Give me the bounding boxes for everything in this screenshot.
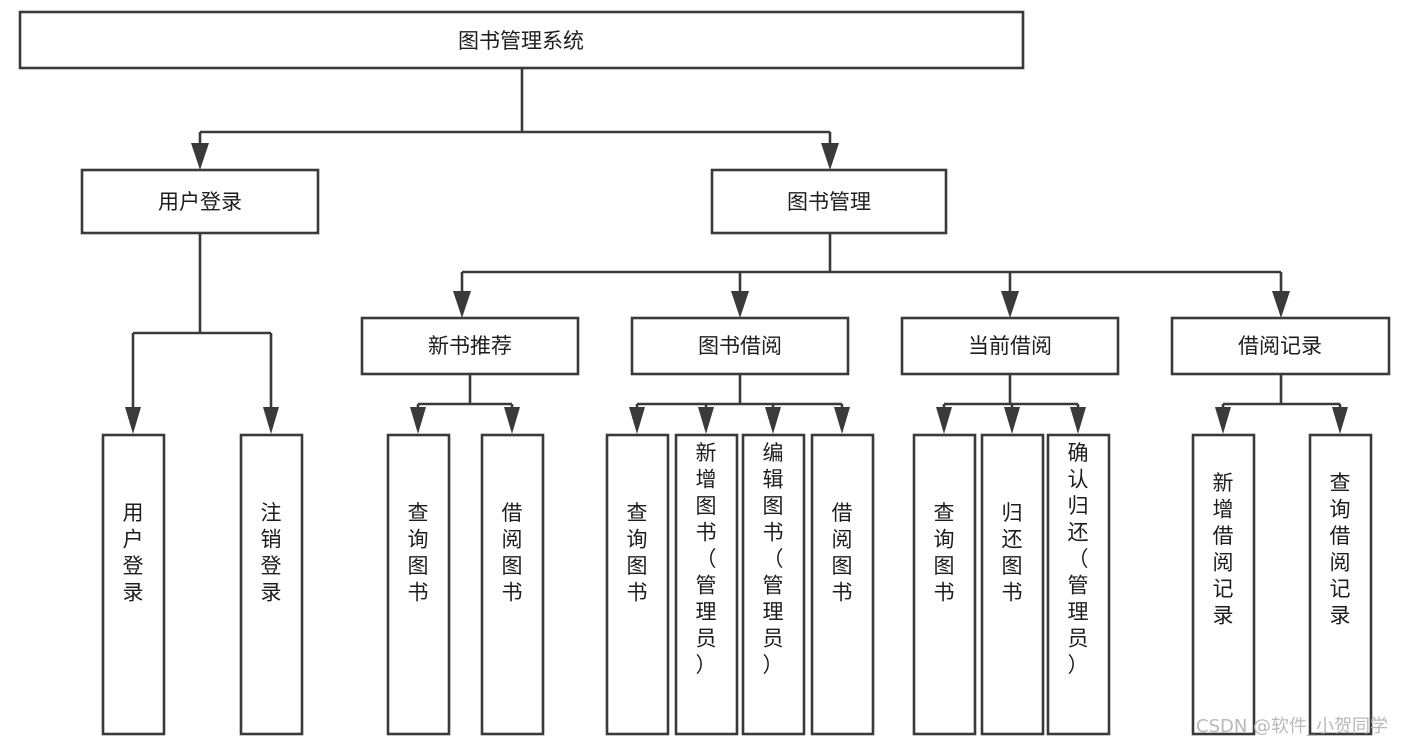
node-leaf-query-book-3[interactable]: 查询图书 <box>912 433 977 736</box>
csdn-watermark: CSDN @软件_小贺同学 <box>1196 716 1388 737</box>
arrow-bookmanage-to-newbook <box>453 291 471 318</box>
node-leaf-query-book-2[interactable]: 查询图书 <box>605 433 670 736</box>
arrow-currentborrow-to-leaf3 <box>1070 407 1086 434</box>
node-leaf-confirm-return[interactable]: 确认归还（管理员） <box>1046 433 1111 736</box>
node-leaf-add-record-label: 新增借阅记录 <box>1213 471 1234 628</box>
node-book-manage-box[interactable] <box>710 168 948 235</box>
node-current-borrow[interactable]: 当前借阅 <box>900 316 1120 376</box>
arrow-newbook-to-leaf1 <box>410 407 426 434</box>
node-leaf-return-book-label: 归还图书 <box>1002 501 1023 605</box>
node-current-borrow-box[interactable] <box>900 316 1120 376</box>
node-leaf-user-logout[interactable]: 注销登录 <box>239 433 304 736</box>
arrow-userlogin-to-leaf1 <box>125 407 141 434</box>
arrow-currentborrow-to-leaf2 <box>1004 407 1020 434</box>
node-borrow-record[interactable]: 借阅记录 <box>1170 316 1391 376</box>
node-leaf-query-book-3-label: 查询图书 <box>934 501 955 605</box>
arrow-bookmanage-to-bookborrow <box>731 291 749 318</box>
arrow-borrowrecord-to-leaf2 <box>1332 407 1348 434</box>
node-leaf-borrow-book-2[interactable]: 借阅图书 <box>810 433 875 736</box>
node-leaf-edit-book[interactable]: 编辑图书（管理员） <box>741 433 806 736</box>
node-leaf-add-book-box[interactable] <box>674 433 739 736</box>
node-leaf-query-book-2-box[interactable] <box>605 433 670 736</box>
node-borrow-record-label: 借阅记录 <box>1238 334 1322 358</box>
arrow-bookborrow-to-leaf4 <box>834 407 850 434</box>
node-leaf-query-record-label: 查询借阅记录 <box>1330 471 1351 628</box>
node-leaf-return-book-box[interactable] <box>980 433 1045 736</box>
arrow-bookmanage-to-currentborrow <box>1001 291 1019 318</box>
node-root[interactable]: 图书管理系统 <box>18 10 1025 70</box>
arrow-bookborrow-to-leaf3 <box>765 407 781 434</box>
node-new-book-rec-label: 新书推荐 <box>428 334 512 358</box>
node-leaf-user-logout-label: 注销登录 <box>261 501 282 605</box>
node-borrow-record-box[interactable] <box>1170 316 1391 376</box>
arrow-currentborrow-to-leaf1 <box>936 407 952 434</box>
node-leaf-borrow-book-1[interactable]: 借阅图书 <box>480 433 545 736</box>
node-current-borrow-label: 当前借阅 <box>968 334 1052 358</box>
node-leaf-query-book-2-label: 查询图书 <box>627 501 648 605</box>
node-leaf-borrow-book-2-label: 借阅图书 <box>832 501 853 605</box>
node-leaf-add-book-label: 新增图书（管理员） <box>696 441 717 677</box>
node-leaf-return-book[interactable]: 归还图书 <box>980 433 1045 736</box>
node-leaf-edit-book-box[interactable] <box>741 433 806 736</box>
node-book-manage-label: 图书管理 <box>787 190 871 214</box>
arrow-borrowrecord-to-leaf1 <box>1215 407 1231 434</box>
node-leaf-user-login[interactable]: 用户登录 <box>101 433 166 736</box>
node-new-book-rec[interactable]: 新书推荐 <box>360 316 580 376</box>
node-user-login-label: 用户登录 <box>158 190 242 214</box>
node-book-borrow[interactable]: 图书借阅 <box>630 316 850 376</box>
node-leaf-borrow-book-2-box[interactable] <box>810 433 875 736</box>
node-book-borrow-box[interactable] <box>630 316 850 376</box>
node-leaf-query-book-1-label: 查询图书 <box>408 501 429 605</box>
node-leaf-borrow-book-1-label: 借阅图书 <box>502 501 523 605</box>
node-user-login-box[interactable] <box>80 168 320 235</box>
node-leaf-add-record[interactable]: 新增借阅记录 <box>1191 433 1256 736</box>
node-root-label: 图书管理系统 <box>458 29 584 53</box>
arrow-root-to-userlogin <box>191 143 209 170</box>
node-leaf-user-logout-box[interactable] <box>239 433 304 736</box>
node-new-book-rec-box[interactable] <box>360 316 580 376</box>
arrow-bookborrow-to-leaf2 <box>698 407 714 434</box>
arrow-newbook-to-leaf2 <box>504 407 520 434</box>
node-leaf-user-login-label: 用户登录 <box>123 501 144 605</box>
node-root-box[interactable] <box>18 10 1025 70</box>
node-leaf-add-record-box[interactable] <box>1191 433 1256 736</box>
node-book-borrow-label: 图书借阅 <box>698 334 782 358</box>
node-leaf-query-book-1-box[interactable] <box>386 433 451 736</box>
node-leaf-add-book[interactable]: 新增图书（管理员） <box>674 433 739 736</box>
node-leaf-query-book-1[interactable]: 查询图书 <box>386 433 451 736</box>
node-leaf-query-book-3-box[interactable] <box>912 433 977 736</box>
node-leaf-borrow-book-1-box[interactable] <box>480 433 545 736</box>
node-book-manage[interactable]: 图书管理 <box>710 168 948 235</box>
arrow-bookborrow-to-leaf1 <box>629 407 645 434</box>
arrow-bookmanage-to-borrowrecord <box>1272 291 1290 318</box>
node-leaf-user-login-box[interactable] <box>101 433 166 736</box>
node-leaf-edit-book-label: 编辑图书（管理员） <box>763 441 784 677</box>
node-leaf-confirm-return-box[interactable] <box>1046 433 1111 736</box>
connector-layer <box>125 68 1348 434</box>
node-leaf-confirm-return-label: 确认归还（管理员） <box>1068 441 1089 677</box>
node-leaf-query-record[interactable]: 查询借阅记录 <box>1308 433 1373 736</box>
arrow-userlogin-to-leaf2 <box>263 407 279 434</box>
arrow-root-to-bookmanage <box>821 143 839 170</box>
node-user-login[interactable]: 用户登录 <box>80 168 320 235</box>
node-leaf-query-record-box[interactable] <box>1308 433 1373 736</box>
